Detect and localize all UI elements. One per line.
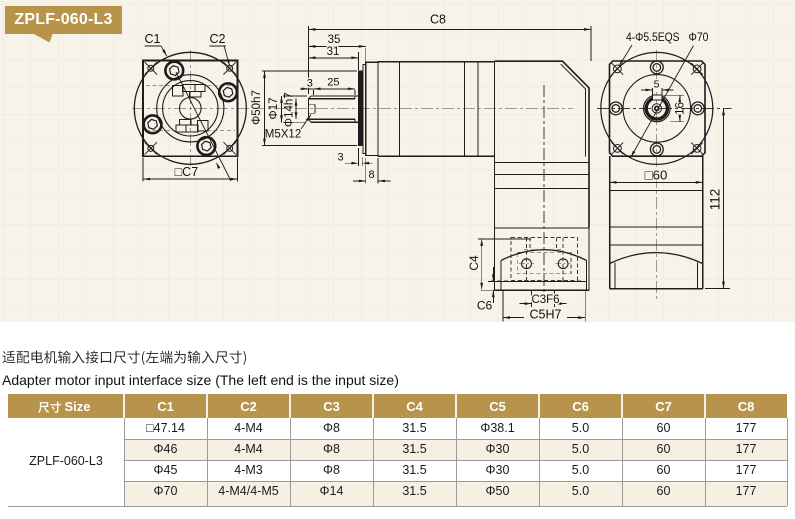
svg-text:112: 112	[707, 189, 722, 211]
svg-text:Φ17: Φ17	[268, 98, 280, 120]
svg-text:C1: C1	[145, 32, 161, 46]
svg-text:4-Φ5.5EQS: 4-Φ5.5EQS	[626, 32, 680, 44]
svg-text:C3F6: C3F6	[531, 294, 559, 306]
svg-text:□60: □60	[645, 167, 668, 182]
svg-text:Φ14h7: Φ14h7	[284, 92, 296, 127]
svg-text:C2: C2	[210, 32, 226, 46]
svg-text:16: 16	[674, 102, 686, 115]
svg-text:Φ50h7: Φ50h7	[251, 90, 263, 125]
svg-text:Φ70: Φ70	[689, 32, 709, 44]
svg-text:3: 3	[307, 78, 313, 90]
svg-text:8: 8	[368, 169, 374, 181]
svg-text:C8: C8	[430, 12, 446, 26]
svg-text:31: 31	[327, 46, 340, 58]
svg-text:□C7: □C7	[175, 165, 199, 179]
svg-text:C4: C4	[467, 255, 481, 271]
svg-text:C5H7: C5H7	[530, 307, 562, 321]
svg-text:25: 25	[327, 76, 339, 88]
svg-text:3: 3	[338, 151, 344, 163]
svg-text:35: 35	[328, 34, 341, 46]
svg-text:C6: C6	[477, 299, 493, 313]
svg-text:5: 5	[654, 78, 660, 90]
svg-text:M5X12: M5X12	[265, 128, 301, 140]
